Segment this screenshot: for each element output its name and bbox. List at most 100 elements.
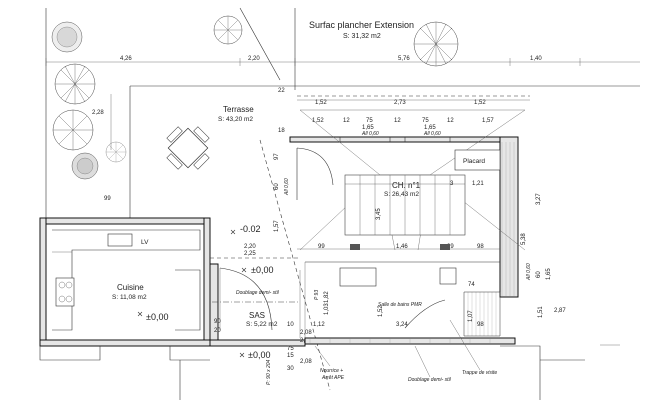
dimension-label: 3,24 [396,322,408,328]
dimension-label: 1,40 [530,56,542,62]
dimension-label: 2,20 [248,56,260,62]
wall [203,217,211,347]
sas-name: SAS [249,311,265,320]
wall-hatch [501,142,515,296]
terrasse: Terrasse S: 43,20 m2 99 [104,105,254,202]
dimension-label: P: 90 x 204 [266,359,272,385]
dimension-label: 1,52 [474,100,486,106]
dimension-label: 74 [468,282,475,288]
chambre-area: S: 26,43 m2 [384,191,419,198]
dimension-label: 2,25 [244,251,256,257]
tree-icon [413,21,459,67]
arret-note: Arrêt APE [321,375,345,381]
garden-table-icon [166,126,210,170]
terrasse-level: -0.02 [240,224,261,234]
cooktop-icon [55,277,75,307]
dimension-label: 1,52 [312,118,324,124]
dimension-label: 75 [366,118,373,124]
cuisine-name: Cuisine [117,283,144,292]
sas-area: S: 5,22 m2 [246,321,278,328]
cuisine: LV Cuisine S: 11,08 m2 ±0,00 [39,217,211,347]
cuisine-area: S: 11,08 m2 [112,294,147,301]
tree-icon [71,152,99,180]
plan-title-area: S: 31,32 m2 [343,33,381,40]
dimension-label: 99 [447,244,454,250]
dimension-label: 2,87 [554,308,566,314]
dimension-label: 3 [450,181,454,187]
tree-icon [54,63,96,105]
wall [39,217,211,225]
dimension-label: 60 [536,271,542,278]
bed-icon [344,174,466,236]
wall [39,339,211,347]
sas-level: ±0,00 [248,350,270,360]
dimension-label: 12 [394,118,401,124]
dimension-label: 10 [287,322,294,328]
dimension-label: 99 [104,196,111,202]
sdb-name: Salle de bains PMR [378,302,422,308]
dimension-label: 4,26 [120,56,132,62]
dimension-label: 5,38 [521,233,527,245]
dimension-label: 2,08 [300,359,312,365]
tree-icons [51,15,459,180]
dimension-label: 20 [214,328,221,334]
wall [39,217,47,347]
dimension-label: 1,07 [468,310,474,322]
dimension-label: 1,57 [274,220,280,232]
plan-title: Surfac plancher Extension [309,20,414,30]
cuisine-level: ±0,00 [146,312,168,322]
terrasse-name: Terrasse [223,105,254,114]
dimension-label: 75 [287,346,294,352]
dimension-label: 90 [214,319,221,325]
vanity-icon [339,267,377,287]
placard-box [454,149,501,171]
dimension-label: 18 [278,128,285,134]
dimension-label: 1,51 [538,306,544,318]
chambre: 1,52 2,73 1,52 1,52 12 75 12 75 12 1,57 … [274,95,542,298]
dimension-label: 1,82 [324,291,330,303]
wall [350,244,360,250]
dimension-label: 60 [274,183,280,190]
dimension-label: 3,45 [376,208,382,220]
level-marker-icon [239,352,245,358]
dimension-label: 1,21 [472,181,484,187]
dimension-label: All 0,60 [361,131,379,137]
doublage-bottom-note: Doublage demi- stil [408,377,452,383]
dimension-label: All 0,60 [526,263,532,281]
site-lines [45,7,640,218]
nourrice-note: Nourrice + [320,368,343,374]
dimension-label: 2,20 [244,244,256,250]
wall [289,136,519,143]
doublage-sas-note: Doublage demi- stil [236,290,280,296]
dimension-label: 22 [278,88,285,94]
dimension-label: 3,27 [536,193,542,205]
dimension-label: 30 [287,366,294,372]
toilet-icon [439,267,457,285]
wall-hatch [309,339,491,343]
dimension-label: 1,03 [324,303,330,315]
trappe-note: Trappe de visite [462,370,497,376]
dimension-label: P 93 [314,290,320,300]
wall [440,244,450,250]
dimension-label: 1,46 [396,244,408,250]
dimension-label: 99 [318,244,325,250]
tree-icon [105,141,127,163]
dimension-label: 1,12 [313,322,325,328]
dimension-label: 2,08 [300,330,312,336]
sink-icon [107,233,133,247]
tree-icon [213,15,243,45]
dimension-label: All 0,60 [284,178,290,196]
dimension-label: 2,28 [92,110,104,116]
tree-icon [51,21,83,53]
dimension-label: 98 [477,244,484,250]
dimension-label: 1,57 [482,118,494,124]
shower-floor [463,291,501,337]
level-marker-icon [241,267,247,273]
salle-de-bains: Salle de bains PMR 74 1,07 98 3,24 1,52 [304,261,501,338]
lv-label: LV [141,239,149,246]
placard-name: Placard [463,158,485,165]
dimension-label: 15 [287,353,294,359]
level-marker-icon [137,311,143,317]
dimension-label: 1,65 [362,125,374,131]
